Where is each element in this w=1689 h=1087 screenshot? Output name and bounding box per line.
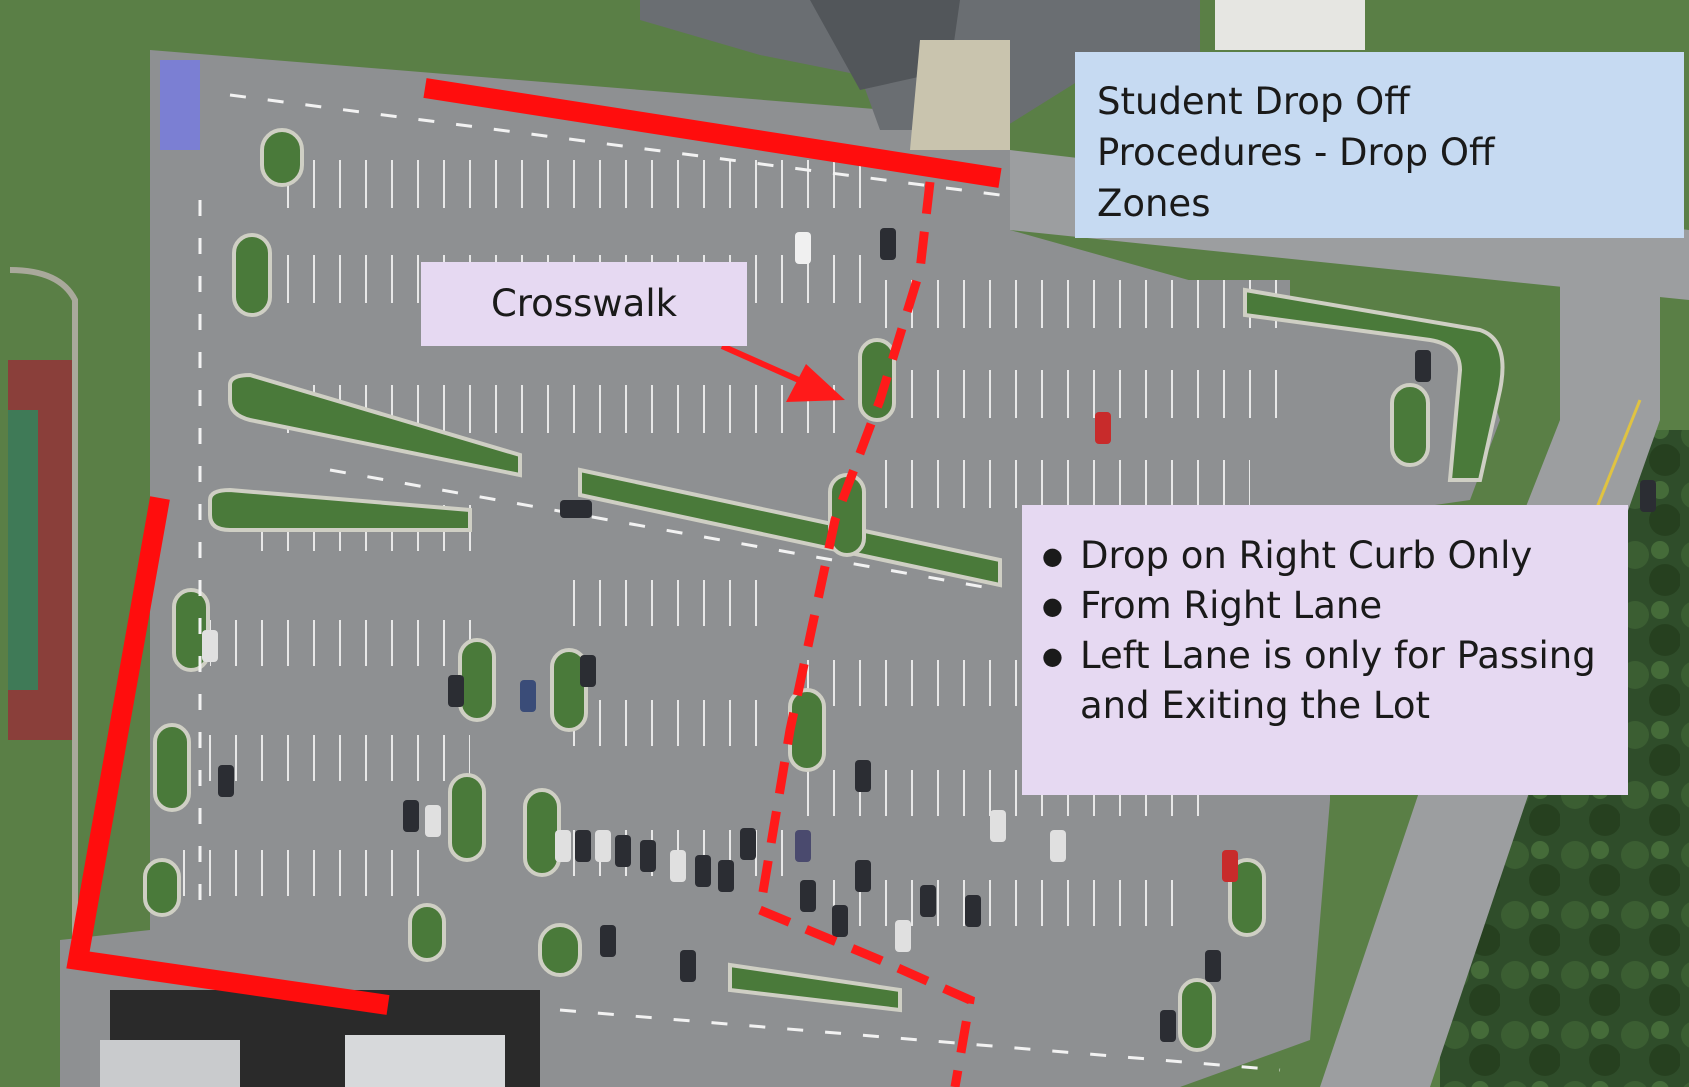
crosswalk-arrow-icon — [720, 343, 845, 402]
parked-cars — [202, 228, 1656, 1042]
left-path — [9, 267, 78, 1080]
rule-item: Left Lane is only for Passing and Exitin… — [1040, 631, 1610, 731]
parking-islands — [143, 128, 1505, 1052]
title-box: Student Drop Off Procedures - Drop Off Z… — [1075, 52, 1684, 238]
title-line: Zones — [1097, 182, 1211, 225]
rule-item: Drop on Right Curb Only — [1040, 531, 1610, 581]
drop-off-zones — [66, 78, 1002, 1015]
crosswalk-label: Crosswalk — [421, 262, 747, 346]
crosswalk-path — [754, 181, 976, 1087]
title-line: Student Drop Off — [1097, 80, 1410, 123]
lane-markings — [198, 93, 1281, 1072]
drop-zone-top — [423, 78, 1002, 188]
title-line: Procedures - Drop Off — [1097, 131, 1495, 174]
rules-list: Drop on Right Curb Only From Right Lane … — [1040, 531, 1610, 731]
rules-box: Drop on Right Curb Only From Right Lane … — [1022, 505, 1628, 795]
rule-item: From Right Lane — [1040, 581, 1610, 631]
drop-zone-left — [66, 496, 390, 1015]
athletic-field — [8, 410, 38, 690]
school-buildings — [100, 0, 1365, 1087]
